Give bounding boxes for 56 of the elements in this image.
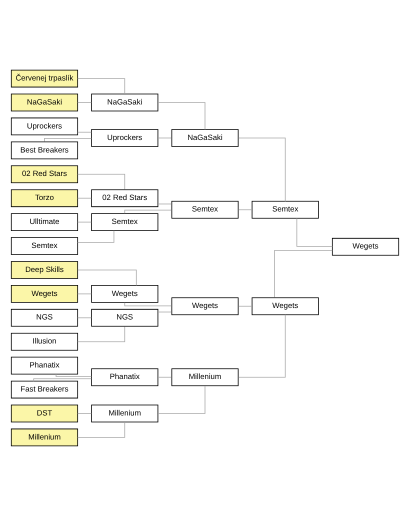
connector — [296, 218, 333, 247]
node-box: NaGaSaki — [171, 129, 239, 147]
connector — [238, 138, 286, 202]
node-box: Millenium — [10, 428, 78, 446]
node-box: Semtex — [91, 213, 158, 231]
connector — [158, 386, 206, 414]
node-box: Semtex — [10, 237, 78, 255]
connector — [238, 306, 252, 307]
node-box: Uprockers — [10, 118, 78, 136]
connector — [77, 132, 92, 133]
node-box: Fast Breakers — [10, 380, 78, 398]
node-box: Millenium — [91, 404, 158, 422]
node-box: NGS — [10, 308, 78, 327]
node-box: Ulltimate — [10, 213, 78, 231]
node-box: Semtex — [252, 200, 319, 219]
connector — [238, 314, 286, 378]
node-box: NaGaSaki — [10, 94, 78, 112]
connector — [77, 230, 114, 243]
connector — [77, 413, 92, 414]
connector — [238, 209, 252, 210]
connector — [77, 422, 126, 438]
connector — [158, 102, 206, 130]
node-box: Wegets — [91, 285, 158, 303]
node-box: NaGaSaki — [91, 94, 158, 112]
connector — [77, 78, 126, 94]
node-box: Semtex — [171, 200, 239, 219]
node-box: Wegets — [252, 297, 319, 316]
node-box: Torzo — [10, 189, 78, 208]
node-box: 02 Red Stars — [91, 189, 158, 208]
node-box: Phanatix — [10, 356, 78, 375]
node-box: Best Breakers — [10, 141, 78, 160]
node-box: Červenej trpaslík — [10, 70, 78, 88]
node-box: Millenium — [171, 368, 239, 386]
connector — [77, 174, 126, 190]
connector — [77, 326, 126, 342]
connector — [158, 376, 172, 378]
node-box: Wegets — [332, 238, 400, 256]
connector — [33, 378, 92, 382]
connector — [77, 102, 92, 103]
connector — [124, 210, 172, 214]
connector — [77, 317, 92, 318]
node-box: NGS — [91, 308, 158, 327]
node-box: Wegets — [171, 297, 239, 316]
connector — [44, 138, 92, 142]
connector — [78, 270, 137, 286]
node-box: Deep Skills — [10, 261, 78, 279]
connector — [124, 302, 172, 306]
node-box: Uprockers — [91, 129, 158, 147]
node-box: Phanatix — [91, 368, 158, 386]
connector — [77, 198, 92, 199]
connector — [274, 250, 332, 298]
node-box: DST — [10, 404, 78, 422]
node-box: 02 Red Stars — [10, 165, 78, 184]
node-box: Illusion — [10, 332, 78, 351]
connector — [56, 374, 92, 377]
node-box: Wegets — [10, 285, 78, 303]
